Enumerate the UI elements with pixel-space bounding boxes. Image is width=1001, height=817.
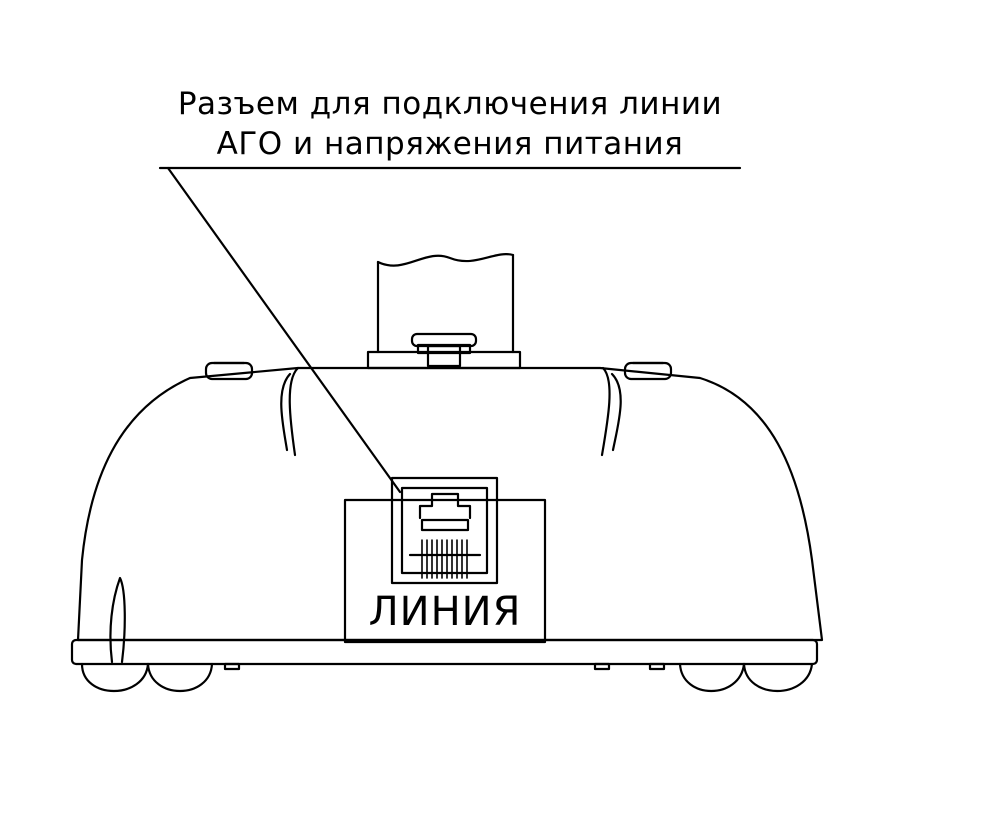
port-housing [345, 500, 545, 642]
right-mount-screw [625, 363, 671, 379]
callout-text: Разъем для подключения линии АГО и напря… [150, 84, 750, 164]
callout-line-1: Разъем для подключения линии [177, 86, 723, 122]
left-mount-screw [206, 363, 252, 379]
callout-line-2: АГО и напряжения питания [216, 126, 684, 162]
callout-leader-line [168, 168, 400, 492]
top-post [378, 254, 513, 352]
port-label: ЛИНИЯ [368, 589, 522, 635]
device-body [78, 368, 822, 640]
foot-right-2 [744, 664, 812, 691]
rj-jack [392, 478, 497, 583]
foot-left-2 [148, 664, 212, 691]
bottom-plate [72, 640, 817, 664]
foot-left-1 [82, 664, 148, 691]
bottom-pad-far-right [650, 664, 664, 669]
left-shoulder-groove [281, 368, 298, 455]
post-collar [368, 334, 520, 368]
right-shoulder-groove [602, 368, 621, 455]
foot-right-1 [680, 664, 744, 691]
bottom-pad-right [595, 664, 609, 669]
cable-clip [110, 578, 124, 662]
bottom-pad-left [225, 664, 239, 669]
